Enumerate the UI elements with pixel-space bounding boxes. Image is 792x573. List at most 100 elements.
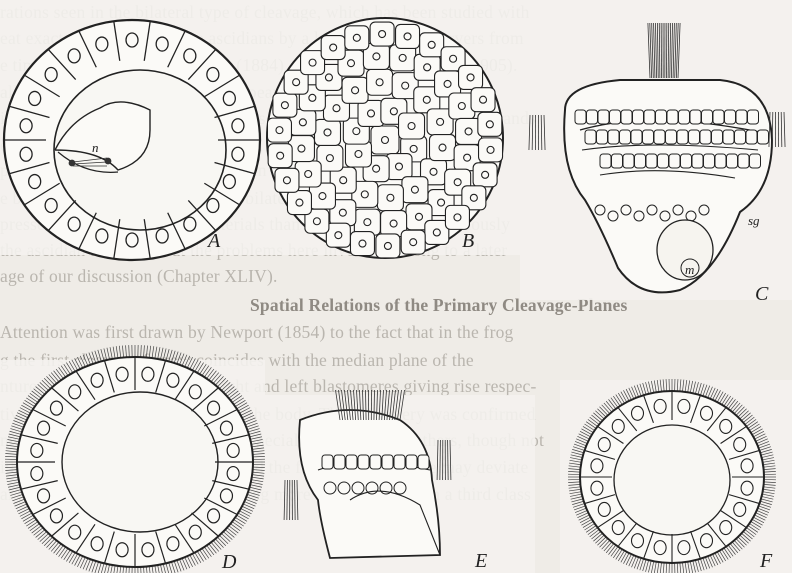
cell	[746, 130, 757, 144]
cilium	[126, 345, 127, 357]
cell	[287, 191, 311, 215]
cell	[377, 185, 403, 211]
cell	[430, 135, 456, 161]
label-a: A	[206, 230, 221, 252]
panel-b-morula: B	[265, 0, 520, 258]
cell	[478, 112, 502, 136]
cell	[382, 455, 393, 469]
cell	[406, 455, 417, 469]
cell	[445, 205, 469, 229]
cell	[677, 130, 688, 144]
cilium	[144, 345, 145, 357]
cell	[598, 110, 609, 124]
cell	[715, 154, 726, 168]
cell	[600, 154, 611, 168]
cell	[700, 130, 711, 144]
cell	[681, 154, 692, 168]
cell	[346, 455, 357, 469]
cilium	[440, 440, 441, 480]
cell	[633, 110, 644, 124]
cell	[690, 110, 701, 124]
label-a-n: n	[92, 140, 99, 155]
label-f: F	[759, 550, 773, 572]
cell	[386, 154, 412, 180]
cell	[575, 110, 586, 124]
cell	[658, 154, 669, 168]
cilium	[295, 480, 296, 520]
cilium	[129, 345, 130, 357]
cell	[345, 141, 371, 167]
cilium	[110, 347, 112, 359]
cell	[723, 130, 734, 144]
cell	[666, 130, 677, 144]
panel-f-ciliated-embryo: F	[560, 379, 792, 573]
cilium	[448, 440, 449, 480]
cell	[399, 113, 425, 139]
label-e: E	[474, 550, 487, 572]
cell	[702, 110, 713, 124]
cell	[620, 130, 631, 144]
cell	[738, 154, 749, 168]
cilium	[169, 350, 172, 361]
cell	[735, 130, 746, 144]
cell	[321, 36, 345, 60]
cilium	[149, 346, 150, 358]
cell	[712, 130, 723, 144]
cilium	[116, 346, 118, 358]
cell	[597, 130, 608, 144]
cell	[750, 154, 761, 168]
cell	[631, 130, 642, 144]
label-c: C	[755, 283, 769, 305]
panel-d-ciliated-blastula: D	[0, 345, 265, 573]
cell	[370, 22, 394, 46]
cilium	[122, 346, 123, 358]
cell	[758, 130, 769, 144]
panel-e-larva: E	[265, 390, 535, 573]
cell	[736, 110, 747, 124]
cilium	[287, 480, 288, 520]
cell	[635, 154, 646, 168]
cell	[654, 130, 665, 144]
cell	[267, 118, 291, 142]
cell	[367, 69, 393, 95]
label-d: D	[221, 551, 237, 573]
cell	[396, 24, 420, 48]
cell	[459, 65, 483, 89]
cell	[623, 154, 634, 168]
cell	[350, 232, 374, 256]
cell	[376, 234, 400, 258]
cell	[334, 455, 345, 469]
cell	[679, 110, 690, 124]
cell	[358, 455, 369, 469]
cilium	[141, 345, 142, 357]
cell	[748, 110, 759, 124]
cell	[275, 168, 299, 192]
cell	[268, 144, 292, 168]
cell	[358, 100, 384, 126]
cell	[608, 130, 619, 144]
cell	[587, 110, 598, 124]
cilium	[158, 347, 160, 359]
cell	[273, 93, 297, 117]
cilium	[163, 348, 166, 360]
cell	[667, 110, 678, 124]
cell	[418, 455, 429, 469]
cell	[646, 154, 657, 168]
cell	[612, 154, 623, 168]
panel-c-larva: m sg C	[520, 0, 792, 305]
cilium	[113, 347, 115, 359]
cell	[394, 455, 405, 469]
cell	[704, 154, 715, 168]
cell	[471, 88, 495, 112]
cell	[420, 33, 444, 57]
cell	[342, 77, 368, 103]
cilium	[160, 348, 163, 360]
cell	[314, 119, 340, 145]
cilium	[101, 349, 104, 361]
cell	[643, 130, 654, 144]
cell	[621, 110, 632, 124]
cilium	[104, 348, 107, 360]
cilium	[166, 349, 169, 361]
cilium	[155, 347, 157, 359]
